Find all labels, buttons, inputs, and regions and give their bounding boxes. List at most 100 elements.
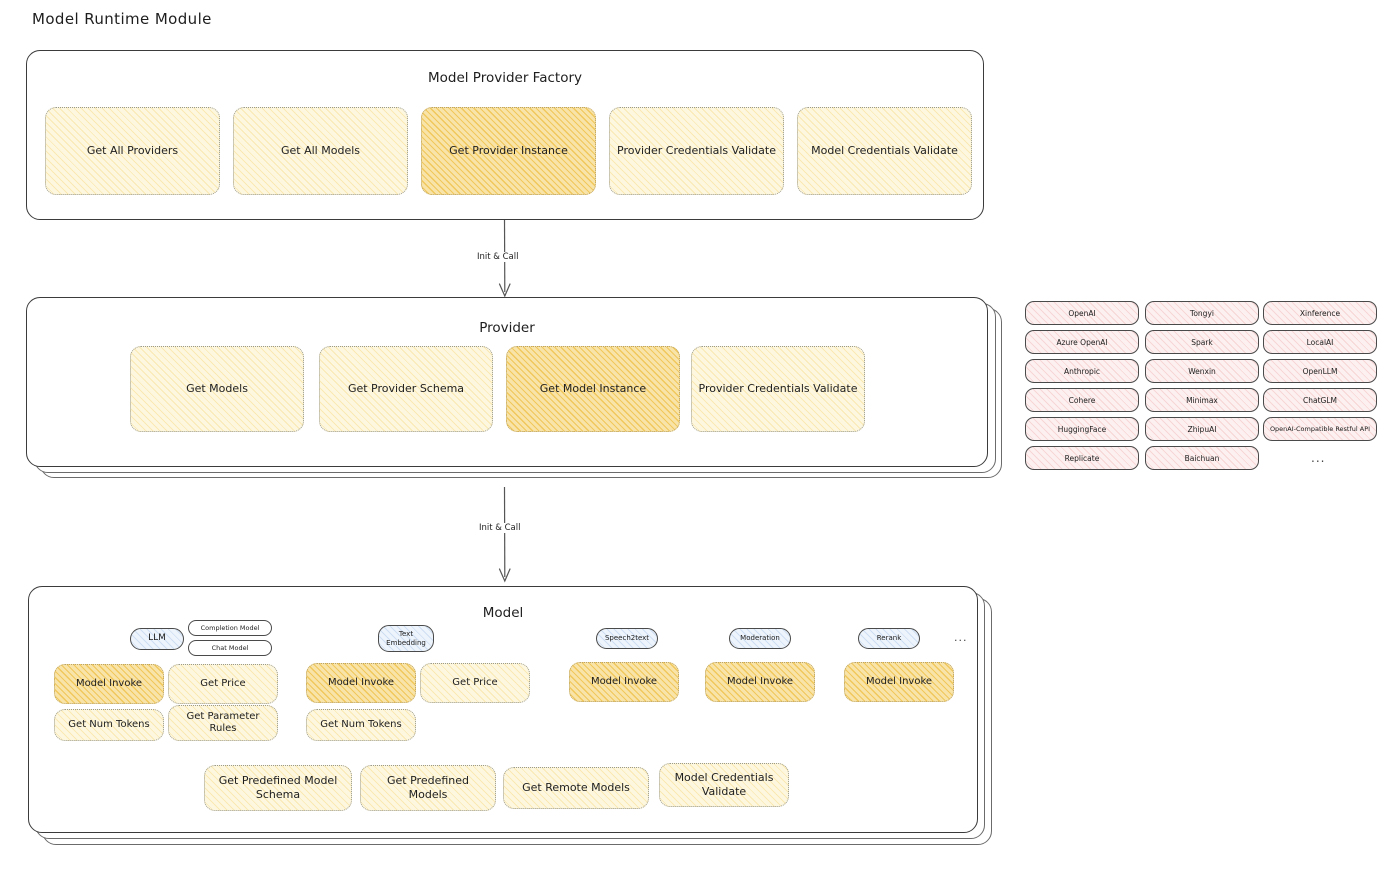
- provider-chip-wenxin[interactable]: Wenxin: [1145, 359, 1259, 383]
- model-op-text-embedding-get-num-tokens[interactable]: Get Num Tokens: [306, 709, 416, 741]
- provider-chip-label: OpenAI: [1068, 308, 1096, 318]
- model-op-label: Get Num Tokens: [68, 718, 150, 730]
- model-shared-op-label: Model Credentials Validate: [674, 771, 774, 798]
- provider-chip-cohere[interactable]: Cohere: [1025, 388, 1139, 412]
- model-shared-op-get-predefined-models[interactable]: Get Predefined Models: [360, 765, 496, 811]
- model-type-chip-rerank[interactable]: Rerank: [858, 628, 920, 649]
- provider-node-label: Get Models: [186, 382, 248, 396]
- factory-node-get-all-models[interactable]: Get All Models: [233, 107, 408, 195]
- provider-chip-zhipuai[interactable]: ZhipuAI: [1145, 417, 1259, 441]
- model-op-label: Get Price: [200, 677, 246, 689]
- model-op-llm-get-price[interactable]: Get Price: [168, 664, 278, 704]
- provider-chip-openllm[interactable]: OpenLLM: [1263, 359, 1377, 383]
- provider-chip-label: Xinference: [1299, 308, 1341, 318]
- model-shared-op-get-remote-models[interactable]: Get Remote Models: [503, 767, 649, 809]
- model-type-chip-label: Text Embedding: [386, 630, 426, 647]
- provider-node-get-models[interactable]: Get Models: [130, 346, 304, 432]
- provider-chip-label: HuggingFace: [1057, 424, 1107, 434]
- provider-chip-xinference[interactable]: Xinference: [1263, 301, 1377, 325]
- factory-node-label: Get Provider Instance: [449, 144, 568, 158]
- provider-chip-label: Anthropic: [1063, 366, 1101, 376]
- factory-title: Model Provider Factory: [427, 70, 582, 86]
- model-op-label: Model Invoke: [327, 676, 395, 688]
- model-op-text-embedding-model-invoke[interactable]: Model Invoke: [306, 663, 416, 703]
- model-type-chip-speech2text[interactable]: Speech2text: [596, 628, 658, 649]
- model-shared-op-get-predefined-model-schema[interactable]: Get Predefined Model Schema: [204, 765, 352, 811]
- provider-chip-label: Cohere: [1068, 395, 1096, 405]
- model-type-chip-label: Moderation: [740, 634, 780, 643]
- provider-chip-label: Azure OpenAI: [1056, 337, 1108, 347]
- factory-node-provider-credentials-validate[interactable]: Provider Credentials Validate: [609, 107, 784, 195]
- factory-node-get-all-providers[interactable]: Get All Providers: [45, 107, 220, 195]
- provider-chip-openai-compatible-restful-api[interactable]: OpenAI-Compatible Restful API: [1263, 417, 1377, 441]
- provider-card: Provider Get Models Get Provider Schema …: [26, 297, 988, 467]
- provider-node-get-provider-schema[interactable]: Get Provider Schema: [319, 346, 493, 432]
- provider-chip-localai[interactable]: LocalAI: [1263, 330, 1377, 354]
- provider-chip-spark[interactable]: Spark: [1145, 330, 1259, 354]
- model-op-label: Model Invoke: [75, 677, 143, 689]
- model-op-moderation-model-invoke[interactable]: Model Invoke: [705, 662, 815, 702]
- model-op-label: Get Parameter Rules: [186, 710, 260, 735]
- model-type-chip-label: LLM: [148, 633, 166, 644]
- provider-list-more-ellipsis: ...: [1311, 451, 1326, 465]
- provider-chip-label: Spark: [1191, 337, 1213, 347]
- model-title: Model: [482, 605, 524, 621]
- model-types-more-ellipsis: ...: [954, 631, 968, 644]
- model-type-chip-text-embedding[interactable]: Text Embedding: [378, 625, 434, 652]
- model-shared-op-label: Get Predefined Models: [387, 774, 469, 801]
- model-op-llm-get-num-tokens[interactable]: Get Num Tokens: [54, 709, 164, 741]
- provider-chip-replicate[interactable]: Replicate: [1025, 446, 1139, 470]
- provider-chip-label: ChatGLM: [1303, 395, 1337, 405]
- factory-node-label: Get All Models: [281, 144, 360, 158]
- model-type-chip-moderation[interactable]: Moderation: [729, 628, 791, 649]
- provider-node-get-model-instance[interactable]: Get Model Instance: [506, 346, 680, 432]
- model-subchip-chat-model[interactable]: Chat Model: [188, 640, 272, 656]
- provider-chip-label: OpenAI-Compatible Restful API: [1269, 425, 1371, 433]
- provider-chip-minimax[interactable]: Minimax: [1145, 388, 1259, 412]
- arrow-provider-to-model: [498, 487, 511, 583]
- model-op-label: Model Invoke: [865, 675, 933, 687]
- provider-title: Provider: [479, 320, 535, 336]
- arrow-label-init-call-1: Init & Call: [474, 252, 522, 262]
- provider-chip-azure-openai[interactable]: Azure OpenAI: [1025, 330, 1139, 354]
- model-op-label: Get Price: [452, 676, 498, 688]
- model-op-llm-get-parameter-rules[interactable]: Get Parameter Rules: [168, 705, 278, 741]
- provider-node-label: Get Model Instance: [539, 382, 647, 396]
- provider-chip-huggingface[interactable]: HuggingFace: [1025, 417, 1139, 441]
- factory-node-get-provider-instance[interactable]: Get Provider Instance: [421, 107, 596, 195]
- provider-chip-label: LocalAI: [1306, 337, 1334, 347]
- model-type-chip-label: Speech2text: [604, 634, 650, 643]
- factory-node-model-credentials-validate[interactable]: Model Credentials Validate: [797, 107, 972, 195]
- model-shared-op-model-credentials-validate[interactable]: Model Credentials Validate: [659, 763, 789, 807]
- model-op-llm-model-invoke[interactable]: Model Invoke: [54, 664, 164, 704]
- provider-chip-label: Wenxin: [1188, 366, 1216, 376]
- factory-node-label: Provider Credentials Validate: [617, 144, 776, 158]
- provider-chip-baichuan[interactable]: Baichuan: [1145, 446, 1259, 470]
- provider-chip-anthropic[interactable]: Anthropic: [1025, 359, 1139, 383]
- provider-chip-label: Tongyi: [1190, 308, 1214, 318]
- model-op-text-embedding-get-price[interactable]: Get Price: [420, 663, 530, 703]
- model-shared-op-label: Get Predefined Model Schema: [218, 774, 338, 801]
- provider-chip-chatglm[interactable]: ChatGLM: [1263, 388, 1377, 412]
- provider-node-label: Provider Credentials Validate: [698, 382, 858, 396]
- model-subchip-completion-model[interactable]: Completion Model: [188, 620, 272, 636]
- model-op-speech2text-model-invoke[interactable]: Model Invoke: [569, 662, 679, 702]
- page-title: Model Runtime Module: [32, 10, 212, 28]
- model-subchip-label: Chat Model: [211, 643, 249, 652]
- model-provider-factory-card: Model Provider Factory Get All Providers…: [26, 50, 984, 220]
- provider-node-provider-credentials-validate[interactable]: Provider Credentials Validate: [691, 346, 865, 432]
- provider-chip-tongyi[interactable]: Tongyi: [1145, 301, 1259, 325]
- provider-chip-label: ZhipuAI: [1187, 424, 1217, 434]
- provider-chip-openai[interactable]: OpenAI: [1025, 301, 1139, 325]
- model-type-chip-label: Rerank: [876, 634, 902, 643]
- model-type-chip-llm[interactable]: LLM: [130, 628, 184, 650]
- provider-chip-label: Minimax: [1186, 395, 1218, 405]
- provider-chip-label: Baichuan: [1184, 453, 1220, 463]
- factory-node-label: Get All Providers: [86, 144, 179, 158]
- model-shared-op-label: Get Remote Models: [522, 781, 630, 795]
- provider-chip-label: OpenLLM: [1302, 366, 1338, 376]
- model-op-rerank-model-invoke[interactable]: Model Invoke: [844, 662, 954, 702]
- model-subchip-label: Completion Model: [200, 623, 260, 632]
- model-op-label: Model Invoke: [726, 675, 794, 687]
